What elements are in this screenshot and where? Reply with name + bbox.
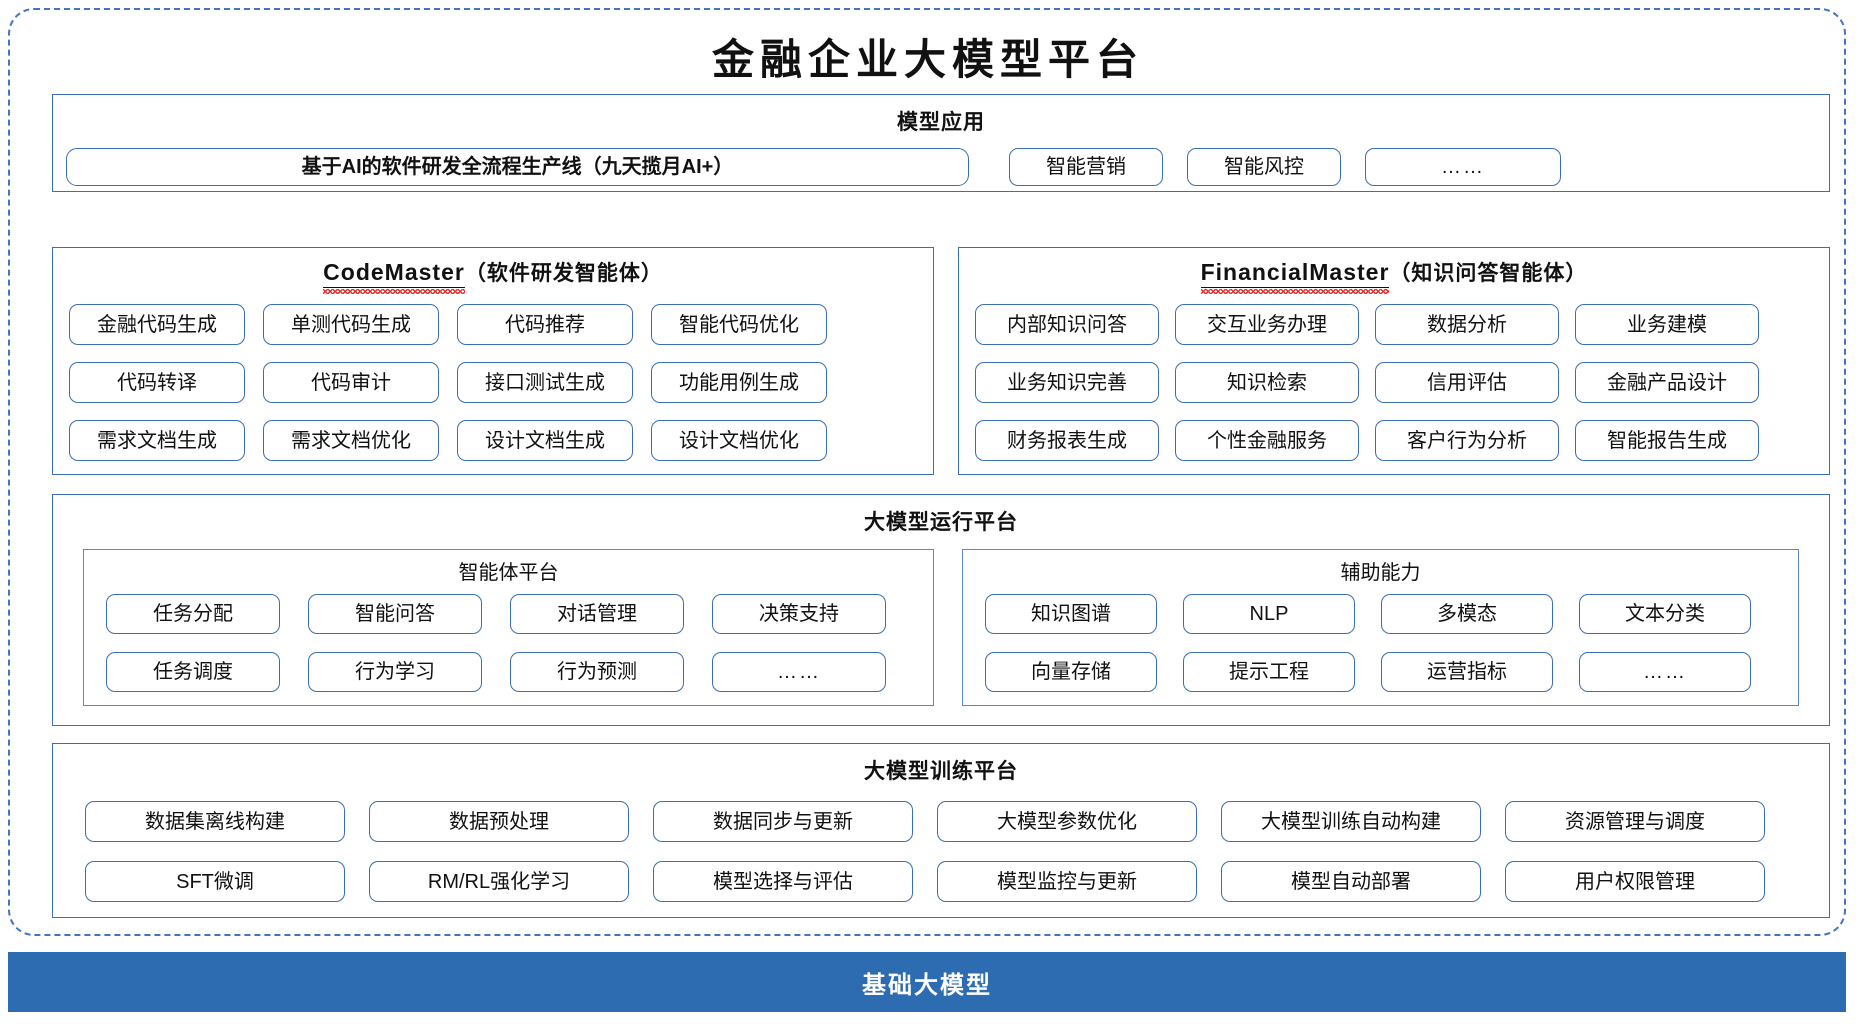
code-master-title: CodeMaster（软件研发智能体） bbox=[53, 257, 933, 294]
pill-fin-3-1[interactable]: 财务报表生成 bbox=[975, 420, 1159, 461]
pill-code-1-1[interactable]: 金融代码生成 bbox=[69, 304, 245, 345]
pill-agent-2-3[interactable]: 行为预测 bbox=[510, 652, 684, 692]
pill-code-3-3[interactable]: 设计文档生成 bbox=[457, 420, 633, 461]
section-financial-master: FinancialMaster（知识问答智能体） 内部知识问答 交互业务办理 数… bbox=[958, 247, 1830, 475]
pill-code-2-1[interactable]: 代码转译 bbox=[69, 362, 245, 403]
pill-fin-2-3[interactable]: 信用评估 bbox=[1375, 362, 1559, 403]
section-training-platform: 大模型训练平台 数据集离线构建 数据预处理 数据同步与更新 大模型参数优化 大模… bbox=[52, 743, 1830, 918]
financial-master-row-1: 内部知识问答 交互业务办理 数据分析 业务建模 bbox=[959, 304, 1829, 345]
code-master-subtitle: （软件研发智能体） bbox=[464, 262, 663, 285]
financial-master-subtitle: （知识问答智能体） bbox=[1389, 262, 1588, 285]
section-runtime-platform: 大模型运行平台 智能体平台 任务分配 智能问答 对话管理 决策支持 任务调度 行… bbox=[52, 494, 1830, 726]
pill-aux-1-4[interactable]: 文本分类 bbox=[1578, 594, 1751, 634]
pill-train-2-3[interactable]: 模型选择与评估 bbox=[653, 861, 913, 902]
pill-train-2-5[interactable]: 模型自动部署 bbox=[1221, 861, 1481, 902]
financial-master-row-3: 财务报表生成 个性金融服务 客户行为分析 智能报告生成 bbox=[959, 420, 1829, 461]
pill-train-1-2[interactable]: 数据预处理 bbox=[369, 801, 629, 842]
agent-platform-row-2: 任务调度 行为学习 行为预测 …… bbox=[84, 652, 933, 692]
agent-platform-title: 智能体平台 bbox=[458, 562, 559, 584]
pill-ai-pipeline[interactable]: 基于AI的软件研发全流程生产线（九天揽月AI+） bbox=[66, 148, 969, 186]
pill-code-3-2[interactable]: 需求文档优化 bbox=[263, 420, 439, 461]
pill-train-1-5[interactable]: 大模型训练自动构建 bbox=[1221, 801, 1481, 842]
outer-dashed-frame bbox=[8, 8, 1846, 936]
pill-train-2-6[interactable]: 用户权限管理 bbox=[1505, 861, 1765, 902]
auxiliary-row-2: 向量存储 提示工程 运营指标 …… bbox=[963, 652, 1798, 692]
training-platform-row-1: 数据集离线构建 数据预处理 数据同步与更新 大模型参数优化 大模型训练自动构建 … bbox=[53, 801, 1829, 842]
pill-fin-3-2[interactable]: 个性金融服务 bbox=[1175, 420, 1359, 461]
pill-smart-marketing[interactable]: 智能营销 bbox=[1009, 148, 1163, 186]
pill-train-2-1[interactable]: SFT微调 bbox=[85, 861, 345, 902]
pill-code-2-3[interactable]: 接口测试生成 bbox=[457, 362, 633, 403]
code-master-row-3: 需求文档生成 需求文档优化 设计文档生成 设计文档优化 bbox=[53, 420, 933, 461]
pill-fin-2-2[interactable]: 知识检索 bbox=[1175, 362, 1359, 403]
pill-agent-2-1[interactable]: 任务调度 bbox=[106, 652, 280, 692]
pill-train-1-6[interactable]: 资源管理与调度 bbox=[1505, 801, 1765, 842]
pill-aux-1-1[interactable]: 知识图谱 bbox=[984, 594, 1157, 634]
runtime-platform-title: 大模型运行平台 bbox=[864, 511, 1018, 534]
pill-fin-1-2[interactable]: 交互业务办理 bbox=[1175, 304, 1359, 345]
page-title: 金融企业大模型平台 bbox=[711, 38, 1144, 84]
training-platform-row-2: SFT微调 RM/RL强化学习 模型选择与评估 模型监控与更新 模型自动部署 用… bbox=[53, 861, 1829, 902]
base-model-bar: 基础大模型 bbox=[8, 952, 1846, 1012]
pill-agent-2-2[interactable]: 行为学习 bbox=[308, 652, 482, 692]
code-master-row-1: 金融代码生成 单测代码生成 代码推荐 智能代码优化 bbox=[53, 304, 933, 345]
subsection-auxiliary-capability: 辅助能力 知识图谱 NLP 多模态 文本分类 向量存储 提示工程 运营指标 …… bbox=[961, 549, 1799, 706]
pill-fin-1-3[interactable]: 数据分析 bbox=[1375, 304, 1559, 345]
pill-aux-2-1[interactable]: 向量存储 bbox=[984, 652, 1157, 692]
code-master-row-2: 代码转译 代码审计 接口测试生成 功能用例生成 bbox=[53, 362, 933, 403]
pill-smart-risk-control[interactable]: 智能风控 bbox=[1187, 148, 1341, 186]
pill-aux-1-3[interactable]: 多模态 bbox=[1380, 594, 1553, 634]
base-model-label: 基础大模型 bbox=[862, 971, 992, 999]
pill-aux-2-3[interactable]: 运营指标 bbox=[1380, 652, 1553, 692]
subsection-agent-platform: 智能体平台 任务分配 智能问答 对话管理 决策支持 任务调度 行为学习 行为预测… bbox=[83, 549, 934, 706]
pill-train-1-4[interactable]: 大模型参数优化 bbox=[937, 801, 1197, 842]
auxiliary-row-1: 知识图谱 NLP 多模态 文本分类 bbox=[963, 594, 1798, 634]
pill-code-1-2[interactable]: 单测代码生成 bbox=[263, 304, 439, 345]
pill-code-2-2[interactable]: 代码审计 bbox=[263, 362, 439, 403]
pill-train-2-2[interactable]: RM/RL强化学习 bbox=[369, 861, 629, 902]
training-platform-title: 大模型训练平台 bbox=[864, 760, 1018, 783]
code-master-name: CodeMaster bbox=[323, 259, 465, 294]
pill-more-applications[interactable]: …… bbox=[1365, 148, 1561, 186]
pill-agent-1-2[interactable]: 智能问答 bbox=[308, 594, 482, 634]
pill-fin-2-4[interactable]: 金融产品设计 bbox=[1575, 362, 1759, 403]
pill-train-1-1[interactable]: 数据集离线构建 bbox=[85, 801, 345, 842]
pill-agent-1-1[interactable]: 任务分配 bbox=[106, 594, 280, 634]
section-model-application: 模型应用 基于AI的软件研发全流程生产线（九天揽月AI+） 智能营销 智能风控 … bbox=[52, 94, 1830, 192]
auxiliary-title: 辅助能力 bbox=[1340, 562, 1421, 584]
pill-agent-1-3[interactable]: 对话管理 bbox=[510, 594, 684, 634]
pill-train-2-4[interactable]: 模型监控与更新 bbox=[937, 861, 1197, 902]
pill-fin-1-4[interactable]: 业务建模 bbox=[1575, 304, 1759, 345]
pill-code-1-3[interactable]: 代码推荐 bbox=[457, 304, 633, 345]
section-code-master: CodeMaster（软件研发智能体） 金融代码生成 单测代码生成 代码推荐 智… bbox=[52, 247, 934, 475]
pill-fin-1-1[interactable]: 内部知识问答 bbox=[975, 304, 1159, 345]
pill-fin-2-1[interactable]: 业务知识完善 bbox=[975, 362, 1159, 403]
pill-fin-3-3[interactable]: 客户行为分析 bbox=[1375, 420, 1559, 461]
pill-agent-2-4[interactable]: …… bbox=[712, 652, 886, 692]
pill-code-2-4[interactable]: 功能用例生成 bbox=[651, 362, 827, 403]
pill-code-3-1[interactable]: 需求文档生成 bbox=[69, 420, 245, 461]
pill-aux-2-2[interactable]: 提示工程 bbox=[1182, 652, 1355, 692]
financial-master-row-2: 业务知识完善 知识检索 信用评估 金融产品设计 bbox=[959, 362, 1829, 403]
pill-fin-3-4[interactable]: 智能报告生成 bbox=[1575, 420, 1759, 461]
pill-code-3-4[interactable]: 设计文档优化 bbox=[651, 420, 827, 461]
financial-master-title: FinancialMaster（知识问答智能体） bbox=[959, 257, 1829, 294]
pill-train-1-3[interactable]: 数据同步与更新 bbox=[653, 801, 913, 842]
pill-agent-1-4[interactable]: 决策支持 bbox=[712, 594, 886, 634]
pill-code-1-4[interactable]: 智能代码优化 bbox=[651, 304, 827, 345]
agent-platform-row-1: 任务分配 智能问答 对话管理 决策支持 bbox=[84, 594, 933, 634]
model-application-title: 模型应用 bbox=[897, 111, 985, 134]
pill-aux-1-2[interactable]: NLP bbox=[1182, 594, 1355, 634]
financial-master-name: FinancialMaster bbox=[1200, 259, 1390, 294]
pill-aux-2-4[interactable]: …… bbox=[1578, 652, 1751, 692]
